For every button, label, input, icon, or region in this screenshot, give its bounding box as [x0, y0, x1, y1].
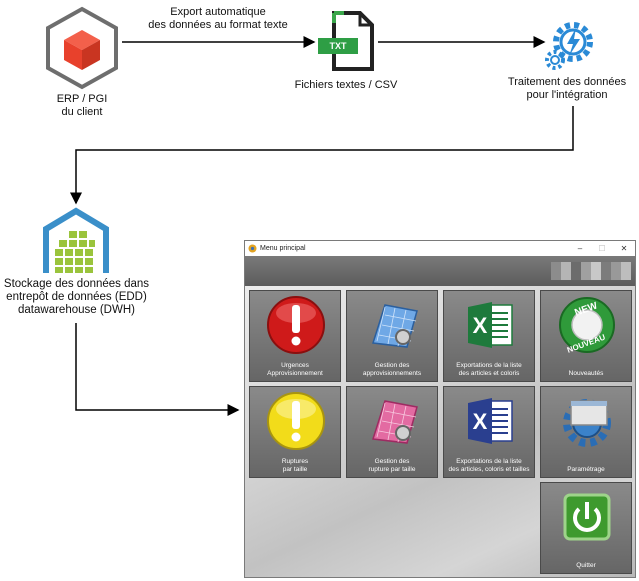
blurred-user-info: [551, 262, 631, 280]
app-icon: [248, 244, 257, 253]
power-icon: [563, 493, 611, 541]
files-label: Fichiers textes / CSV: [294, 79, 398, 91]
tile-label: Nouveautés: [541, 370, 631, 378]
tile-label-line2: des articles, coloris et tailles: [448, 466, 530, 473]
erp-label-line1: ERP / PGI: [56, 93, 108, 105]
dwh-label: Stockage des données dans entrepôt de do…: [0, 278, 153, 317]
pink-chart-icon: [372, 400, 418, 444]
dwh-label-line1: Stockage des données dans: [3, 278, 150, 290]
blue-chart-icon: [372, 304, 418, 348]
window-toolbar: [245, 256, 635, 286]
tile-label-line2: approvisionnements: [362, 370, 422, 377]
arrow-dwh-to-menu: [75, 323, 240, 416]
settings-gear-icon: [563, 399, 611, 447]
gear-processing-icon: [545, 22, 593, 70]
tile-label: Paramétrage: [541, 466, 631, 474]
export-label-line2: des données au format texte: [148, 19, 288, 31]
excel-letter: X: [473, 313, 488, 338]
tile-label-line1: Exportations de la liste: [456, 362, 522, 369]
excel-blue-icon: X: [468, 398, 513, 444]
tile-label-line1: Urgences: [281, 362, 309, 369]
tile-quitter[interactable]: Quitter: [540, 482, 632, 574]
tile-nouveautes[interactable]: NEW NOUVEAU Nouveautés: [540, 290, 632, 382]
tile-label-line1: Gestion des: [374, 458, 410, 465]
txt-file-icon: TXT: [314, 10, 376, 72]
maximize-button[interactable]: ☐: [598, 244, 606, 253]
export-edge-label: Export automatique des données au format…: [128, 6, 308, 32]
tile-label: Quitter: [541, 562, 631, 570]
window-title: Menu principal: [260, 245, 306, 252]
window-titlebar[interactable]: Menu principal – ☐ ✕: [245, 241, 635, 256]
txt-badge: TXT: [329, 41, 347, 51]
tile-label-line1: Gestion des: [374, 362, 410, 369]
yellow-exclamation-icon: [267, 392, 325, 450]
erp-label-line2: du client: [61, 106, 103, 118]
dwh-label-line3: datawarehouse (DWH): [18, 304, 135, 316]
erp-label: ERP / PGI du client: [42, 93, 122, 119]
tile-label-line2: rupture par taille: [368, 466, 416, 473]
tile-label-line2: Approvisionnement: [267, 370, 323, 377]
tile-parametrage[interactable]: Paramétrage: [540, 386, 632, 478]
processing-label-line2: pour l'intégration: [526, 89, 608, 101]
excel-letter: X: [473, 409, 488, 434]
warehouse-icon: [43, 207, 109, 273]
dwh-label-line2: entrepôt de données (EDD): [6, 291, 147, 303]
tile-label-line1: Ruptures: [281, 458, 309, 465]
tile-label-line1: Paramétrage: [567, 466, 605, 473]
tile-label-line1: Nouveautés: [568, 370, 604, 377]
tile-label-line2: par taille: [282, 466, 308, 473]
processing-label: Traitement des données pour l'intégratio…: [497, 76, 637, 102]
export-label-line1: Export automatique: [170, 6, 266, 18]
erp-box-icon: [46, 6, 118, 90]
minimize-button[interactable]: –: [577, 244, 583, 253]
processing-label-line1: Traitement des données: [507, 76, 627, 88]
red-exclamation-icon: [267, 296, 325, 354]
tile-label-line1: Exportations de la liste: [456, 458, 522, 465]
tile-label-line1: Quitter: [576, 562, 596, 569]
tile-label-line2: des articles et coloris: [458, 370, 520, 377]
excel-green-icon: X: [468, 302, 513, 348]
arrow-processing-to-dwh: [70, 106, 574, 205]
close-button[interactable]: ✕: [620, 244, 628, 253]
new-badge-icon: NEW NOUVEAU: [559, 297, 615, 355]
